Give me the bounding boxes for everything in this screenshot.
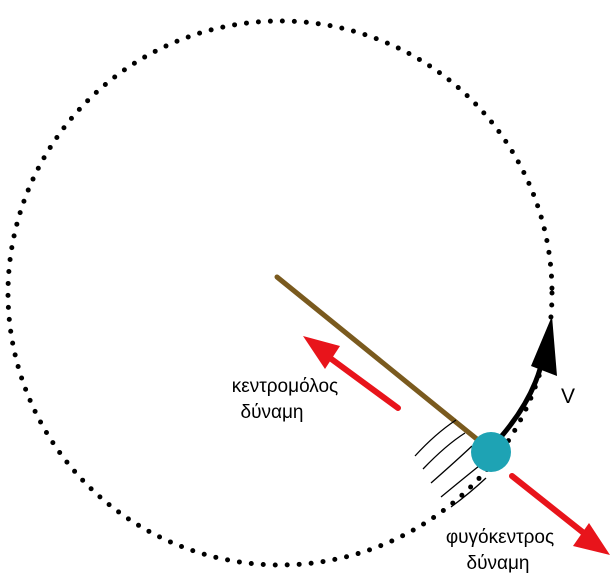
- centrifugal-label-line2: δύναμη: [467, 553, 530, 574]
- motion-lines: [414, 419, 487, 508]
- centrifugal-label-line1: φυγόκεντρος: [446, 527, 554, 548]
- ball: [471, 432, 511, 472]
- centrifugal-force-arrow-head: [573, 523, 610, 555]
- velocity-arrow-head: [531, 316, 557, 376]
- centrifugal-force-arrow: [509, 473, 588, 537]
- centripetal-force-arrow-head: [303, 336, 340, 369]
- centripetal-label-line1: κεντρομόλος: [232, 376, 338, 397]
- orbit-path-dotted-circle: [5, 18, 555, 568]
- string-line: [274, 274, 481, 443]
- velocity-label: V: [561, 385, 575, 408]
- centripetal-force-arrow: [327, 355, 401, 411]
- centripetal-label-line2: δύναμη: [241, 402, 304, 423]
